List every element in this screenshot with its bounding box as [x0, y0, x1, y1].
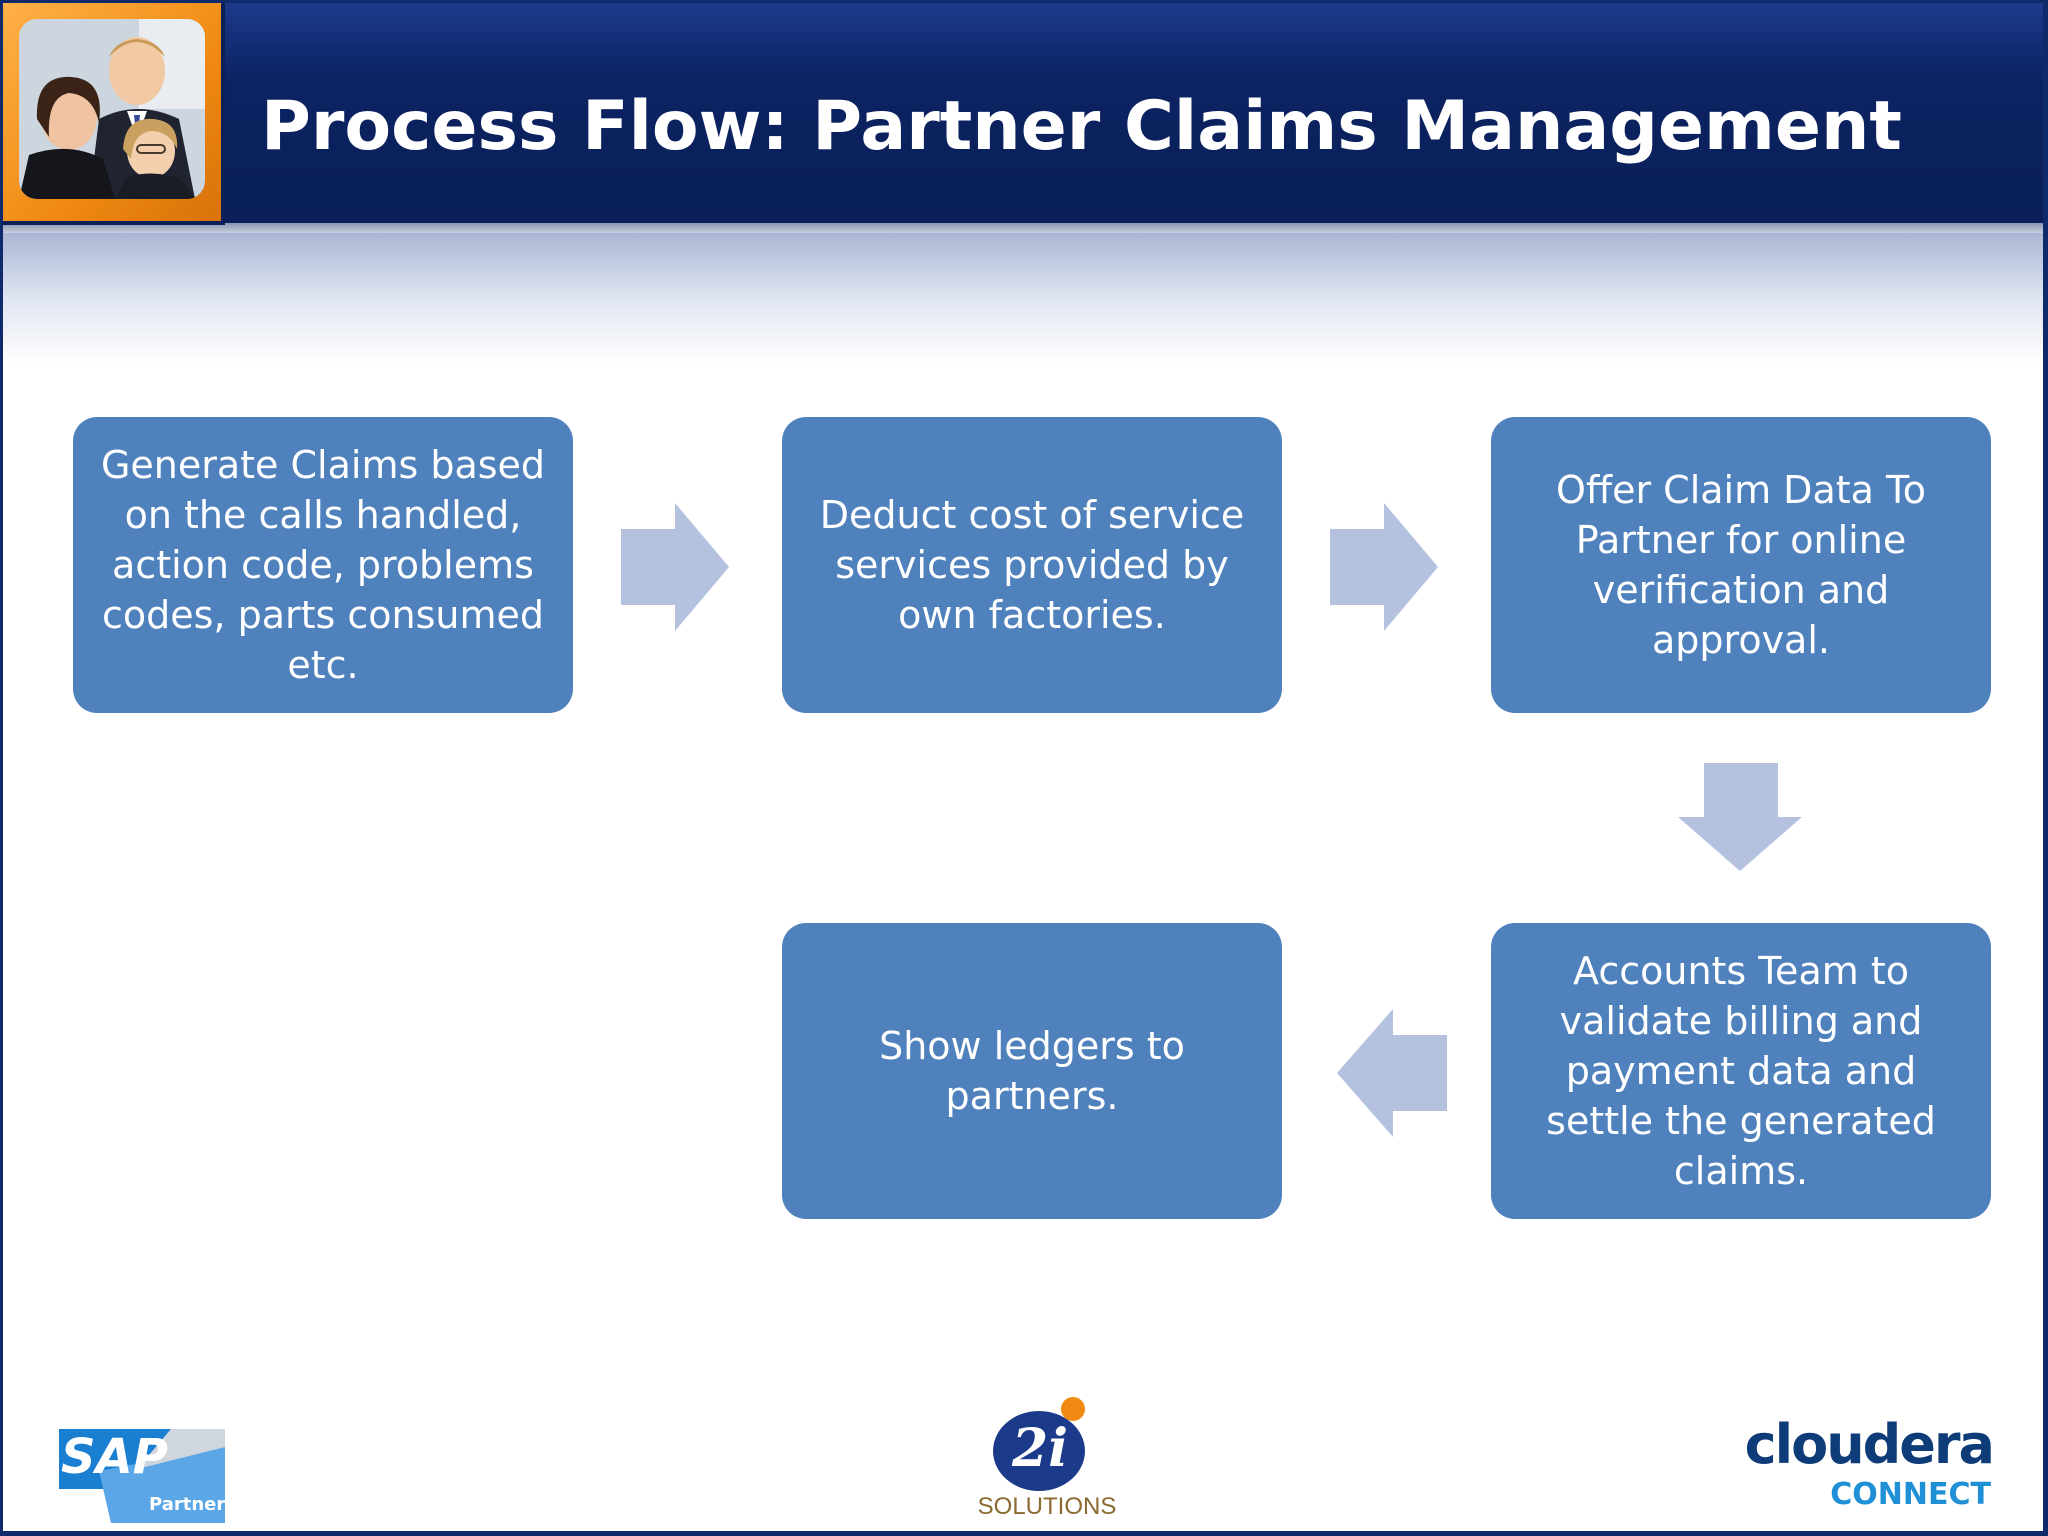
header-photo-frame: [3, 3, 225, 225]
sap-partner-logo: SAP Partner: [59, 1425, 229, 1525]
step-text: Deduct cost of service services provided…: [819, 493, 1245, 637]
2i-solutions-logo: 2i SOLUTIONS: [973, 1393, 1123, 1523]
step-text: Show ledgers to partners.: [879, 1024, 1185, 1118]
business-people-photo: [19, 19, 205, 199]
arrow-down-icon: [1678, 763, 1802, 871]
2i-solutions-text: SOLUTIONS: [977, 1493, 1117, 1520]
step-box-accounts-team: Accounts Team to validate billing and pa…: [1491, 923, 1991, 1219]
step-box-show-ledgers: Show ledgers to partners.: [782, 923, 1282, 1219]
header-rule: [3, 223, 2043, 233]
arrow-left-icon: [1337, 1009, 1447, 1137]
step-text: Offer Claim Data To Partner for online v…: [1555, 468, 1927, 662]
cloudera-connect-logo: cloudera CONNECT: [1703, 1413, 2003, 1523]
2i-mark-shape: [993, 1397, 1085, 1491]
page-title: Process Flow: Partner Claims Management: [261, 87, 1902, 166]
step-box-deduct-cost: Deduct cost of service services provided…: [782, 417, 1282, 713]
sap-brand-text: SAP: [61, 1429, 168, 1485]
cloudera-connect-text: CONNECT: [1830, 1477, 1991, 1512]
header-band: [3, 3, 2043, 223]
arrow-right-icon: [621, 503, 729, 631]
sap-partner-text: Partner: [149, 1494, 226, 1515]
header-fade: [3, 233, 2043, 363]
people-illustration: [19, 19, 205, 199]
sap-logo-shape: [59, 1429, 225, 1523]
2i-mark-text: 2i: [1012, 1418, 1068, 1479]
step-box-generate-claims: Generate Claims based on the calls handl…: [73, 417, 573, 713]
slide: Process Flow: Partner Claims Management …: [3, 3, 2043, 1531]
arrow-right-icon: [1330, 503, 1438, 631]
step-text: Generate Claims based on the calls handl…: [100, 443, 546, 687]
cloudera-brand-text: cloudera: [1744, 1413, 1995, 1476]
step-box-offer-claim-data: Offer Claim Data To Partner for online v…: [1491, 417, 1991, 713]
step-text: Accounts Team to validate billing and pa…: [1546, 949, 1936, 1193]
